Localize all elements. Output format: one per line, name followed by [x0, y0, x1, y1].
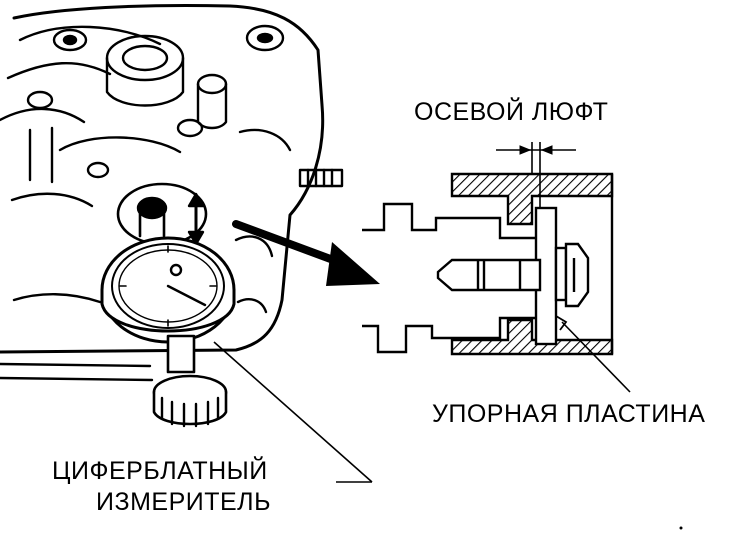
thrust-plate-leader [561, 321, 631, 393]
label-dial-gauge-line2: ИЗМЕРИТЕЛЬ [96, 488, 271, 516]
detail-arrow-icon [232, 220, 380, 286]
label-dial-gauge-line1: ЦИФЕРБЛАТНЫЙ [52, 457, 268, 485]
engine-head-illustration [0, 4, 344, 428]
label-thrust-plate: УПОРНАЯ ПЛАСТИНА [432, 400, 706, 428]
label-axial-play: ОСЕВОЙ ЛЮФТ [414, 98, 609, 126]
speck-dot [679, 526, 683, 530]
leader-lines [213, 315, 631, 483]
dial-gauge-leader [213, 341, 373, 483]
cross-section-view [362, 142, 614, 356]
